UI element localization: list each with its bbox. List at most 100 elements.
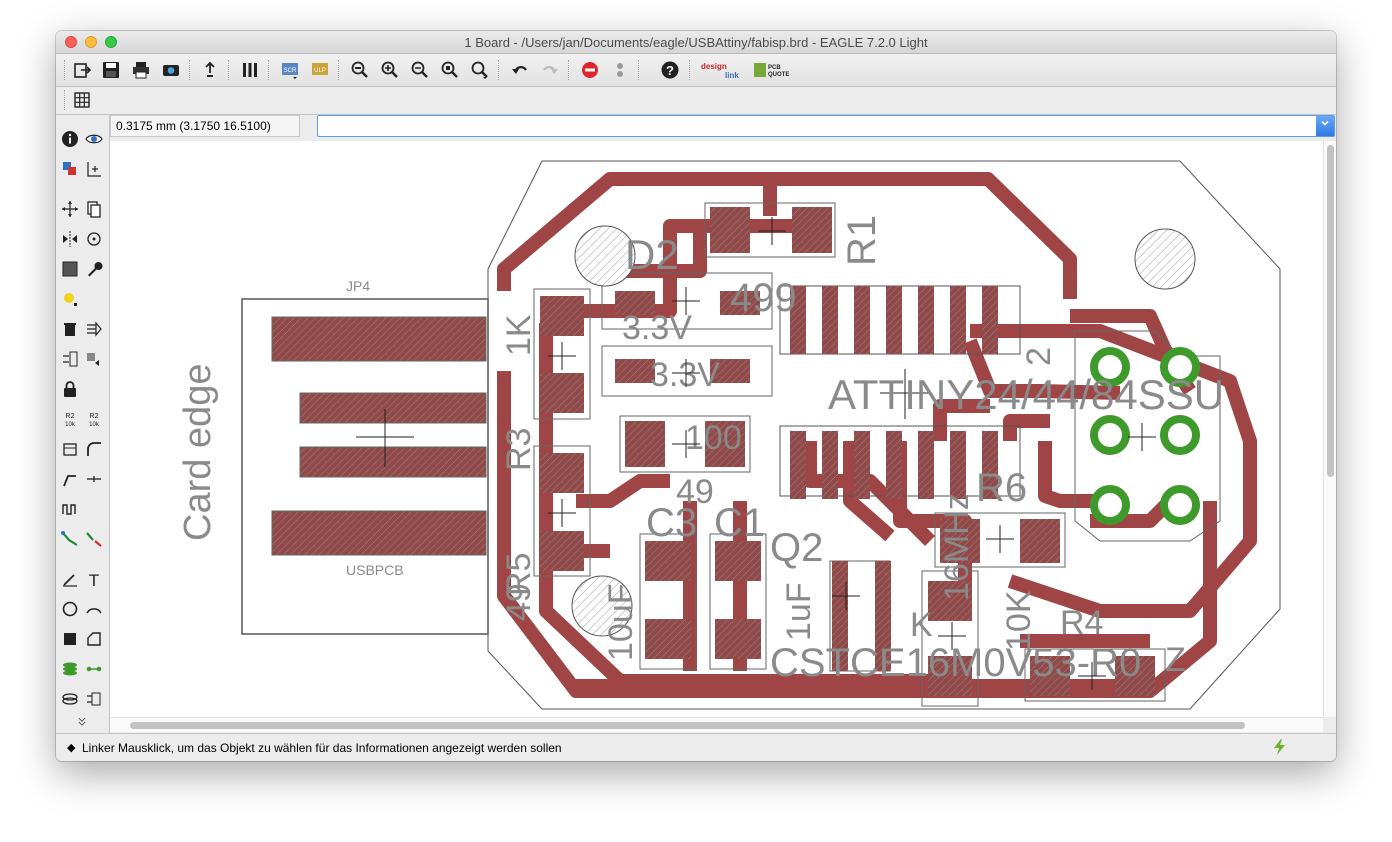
go-icon xyxy=(617,63,623,77)
minimize-window-button[interactable] xyxy=(85,36,97,48)
replace-tool[interactable] xyxy=(83,348,105,370)
split-tool[interactable] xyxy=(59,468,81,490)
copy-icon xyxy=(87,201,101,218)
save-button[interactable] xyxy=(99,58,123,82)
close-window-button[interactable] xyxy=(65,36,77,48)
display-tool[interactable] xyxy=(59,158,81,180)
label-k: K xyxy=(910,606,933,644)
hole-tool[interactable] xyxy=(59,688,81,710)
c3-label: C3 xyxy=(646,501,697,545)
script-icon: SCR xyxy=(282,63,298,79)
smash-tool[interactable] xyxy=(59,438,81,460)
print-button[interactable] xyxy=(129,58,153,82)
horizontal-scroll-thumb[interactable] xyxy=(130,722,1245,729)
trash-icon xyxy=(64,323,76,336)
attribute-tool[interactable] xyxy=(83,688,105,710)
open-icon xyxy=(74,63,92,78)
svg-text:PCB: PCB xyxy=(768,65,781,71)
command-line[interactable] xyxy=(317,115,1335,137)
info-tool[interactable] xyxy=(59,128,81,150)
text-tool[interactable]: T xyxy=(83,568,105,590)
zoom-in-button[interactable] xyxy=(378,58,402,82)
polygon-tool[interactable] xyxy=(83,628,105,650)
stop-button[interactable] xyxy=(578,58,602,82)
zoom-redraw-button[interactable] xyxy=(468,58,492,82)
miter-tool[interactable] xyxy=(83,438,105,460)
via-tool[interactable] xyxy=(59,658,81,680)
zoom-out-button[interactable] xyxy=(408,58,432,82)
redo-button[interactable] xyxy=(538,58,562,82)
rectangle-tool[interactable] xyxy=(59,628,81,650)
autorouter-status-button[interactable] xyxy=(1272,738,1288,759)
label-z: Z xyxy=(1165,641,1186,679)
mirror-icon xyxy=(63,231,77,247)
part-origins xyxy=(548,217,1156,690)
toolbar-grip xyxy=(64,60,67,80)
horizontal-scrollbar[interactable] xyxy=(110,717,1323,732)
undo-button[interactable] xyxy=(508,58,532,82)
svg-text:R2: R2 xyxy=(90,413,99,420)
silkscreen-labels: Card edge JP4 USBPCB D2 3.3V R1 499 ATTI… xyxy=(177,215,1224,685)
ripup-tool[interactable] xyxy=(83,528,105,550)
vertical-scrollbar[interactable] xyxy=(1323,141,1336,717)
hole-icon xyxy=(62,693,78,705)
copy-tool[interactable] xyxy=(83,198,105,220)
rotate-tool[interactable] xyxy=(83,228,105,250)
cam-button[interactable] xyxy=(159,58,183,82)
open-button[interactable] xyxy=(70,58,94,82)
zoom-select-button[interactable] xyxy=(438,58,462,82)
d2-value-label: 3.3V xyxy=(622,309,692,347)
rotate-icon xyxy=(87,232,101,246)
pinswap-tool[interactable] xyxy=(59,348,81,370)
rectangle-icon xyxy=(64,633,76,645)
change-tool[interactable] xyxy=(83,258,105,280)
wire-tool[interactable] xyxy=(59,568,81,590)
window-title: 1 Board - /Users/jan/Documents/eagle/USB… xyxy=(464,35,928,50)
paste-tool[interactable] xyxy=(59,288,81,310)
export-button[interactable] xyxy=(198,58,222,82)
maximize-window-button[interactable] xyxy=(105,36,117,48)
arc-tool[interactable] xyxy=(83,598,105,620)
go-button[interactable] xyxy=(608,58,632,82)
add-tool[interactable] xyxy=(83,318,105,340)
board-canvas[interactable]: Card edge JP4 USBPCB D2 3.3V R1 499 ATTI… xyxy=(110,141,1323,717)
mark-tool[interactable] xyxy=(83,158,105,180)
circle-tool[interactable] xyxy=(59,598,81,620)
meander-tool[interactable] xyxy=(59,498,81,520)
show-tool[interactable] xyxy=(83,128,105,150)
optimize-tool[interactable] xyxy=(83,468,105,490)
eye-icon xyxy=(85,134,103,144)
grid-button[interactable] xyxy=(70,88,94,112)
ulp-button[interactable]: ULP xyxy=(308,58,332,82)
r4-label: R4 xyxy=(1060,604,1103,642)
print-icon xyxy=(133,62,149,79)
svg-text:10k: 10k xyxy=(65,422,76,428)
zoom-in-icon xyxy=(381,61,398,78)
help-button[interactable]: ? xyxy=(658,58,682,82)
signal-tool[interactable] xyxy=(83,658,105,680)
r6-label: R6 xyxy=(976,466,1027,510)
mirror-tool[interactable] xyxy=(59,228,81,250)
pcb-layout[interactable]: Card edge JP4 USBPCB D2 3.3V R1 499 ATTI… xyxy=(110,141,1323,717)
more-tools-button[interactable] xyxy=(71,715,93,729)
diamond-icon: ◆ xyxy=(67,742,76,754)
c1-label: C1 xyxy=(714,501,765,545)
command-history-dropdown[interactable] xyxy=(1316,116,1334,136)
script-button[interactable]: SCR xyxy=(278,58,302,82)
wrench-icon xyxy=(88,262,103,277)
group-tool[interactable] xyxy=(59,258,81,280)
command-input[interactable] xyxy=(322,116,1316,136)
zoom-fit-button[interactable] xyxy=(348,58,372,82)
route-tool[interactable] xyxy=(59,528,81,550)
wire-icon xyxy=(63,574,77,587)
layers-button[interactable] xyxy=(238,58,262,82)
move-tool[interactable] xyxy=(59,198,81,220)
lock-tool[interactable] xyxy=(59,378,81,400)
vertical-scroll-thumb[interactable] xyxy=(1327,145,1334,477)
delete-tool[interactable] xyxy=(59,318,81,340)
